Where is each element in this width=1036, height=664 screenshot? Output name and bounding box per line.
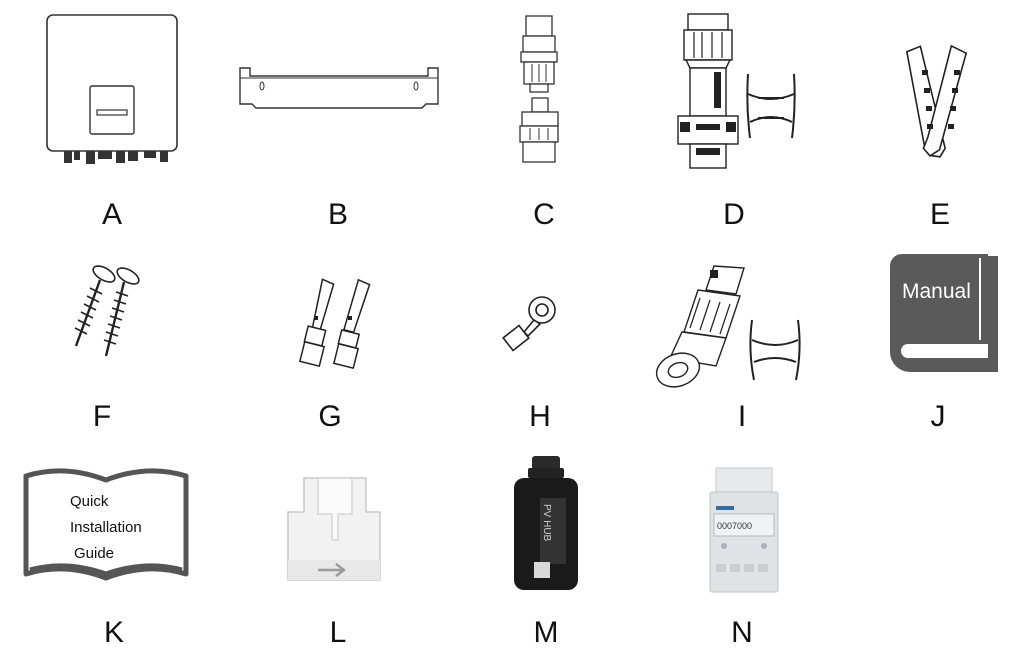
dc-connector-drawing	[519, 15, 559, 163]
item-label-a: A	[101, 198, 122, 231]
screw-drawing	[74, 265, 140, 357]
item-label-g: G	[318, 400, 342, 433]
item-label-e: E	[929, 198, 950, 231]
quick-guide-line2: Installation	[70, 519, 142, 536]
pin-terminal-drawing	[298, 278, 371, 370]
item-label-f: F	[92, 400, 112, 433]
meter-display: 0007000	[717, 521, 752, 531]
item-label-i: I	[737, 400, 747, 433]
quick-guide-line3: Guide	[74, 545, 114, 562]
ring-terminal-drawing	[502, 296, 556, 352]
expansion-tube-drawing	[905, 44, 968, 158]
com-connector-drawing	[655, 265, 801, 388]
item-label-c: C	[533, 198, 555, 231]
item-label-k: K	[103, 616, 124, 649]
inverter-drawing	[46, 14, 178, 164]
item-label-h: H	[529, 400, 551, 433]
quick-guide-line1: Quick	[70, 493, 109, 510]
wall-bracket-drawing	[239, 67, 439, 109]
item-label-d: D	[723, 198, 745, 231]
quick-guide-icon: Quick Installation Guide	[23, 468, 189, 581]
energy-meter-photo: 0007000	[709, 467, 779, 593]
manual-book-icon: Manual	[890, 254, 998, 372]
ac-connector-drawing	[677, 13, 796, 169]
item-label-j: J	[930, 400, 946, 433]
ct-clamp-photo	[287, 477, 381, 581]
item-label-m: M	[533, 616, 559, 649]
pv-hub-photo: PV HUB	[514, 456, 578, 590]
pv-hub-label: PV HUB	[541, 504, 552, 542]
item-label-l: L	[329, 616, 347, 649]
item-label-n: N	[731, 616, 753, 649]
item-label-b: B	[327, 198, 348, 231]
manual-book-text: Manual	[902, 280, 971, 303]
